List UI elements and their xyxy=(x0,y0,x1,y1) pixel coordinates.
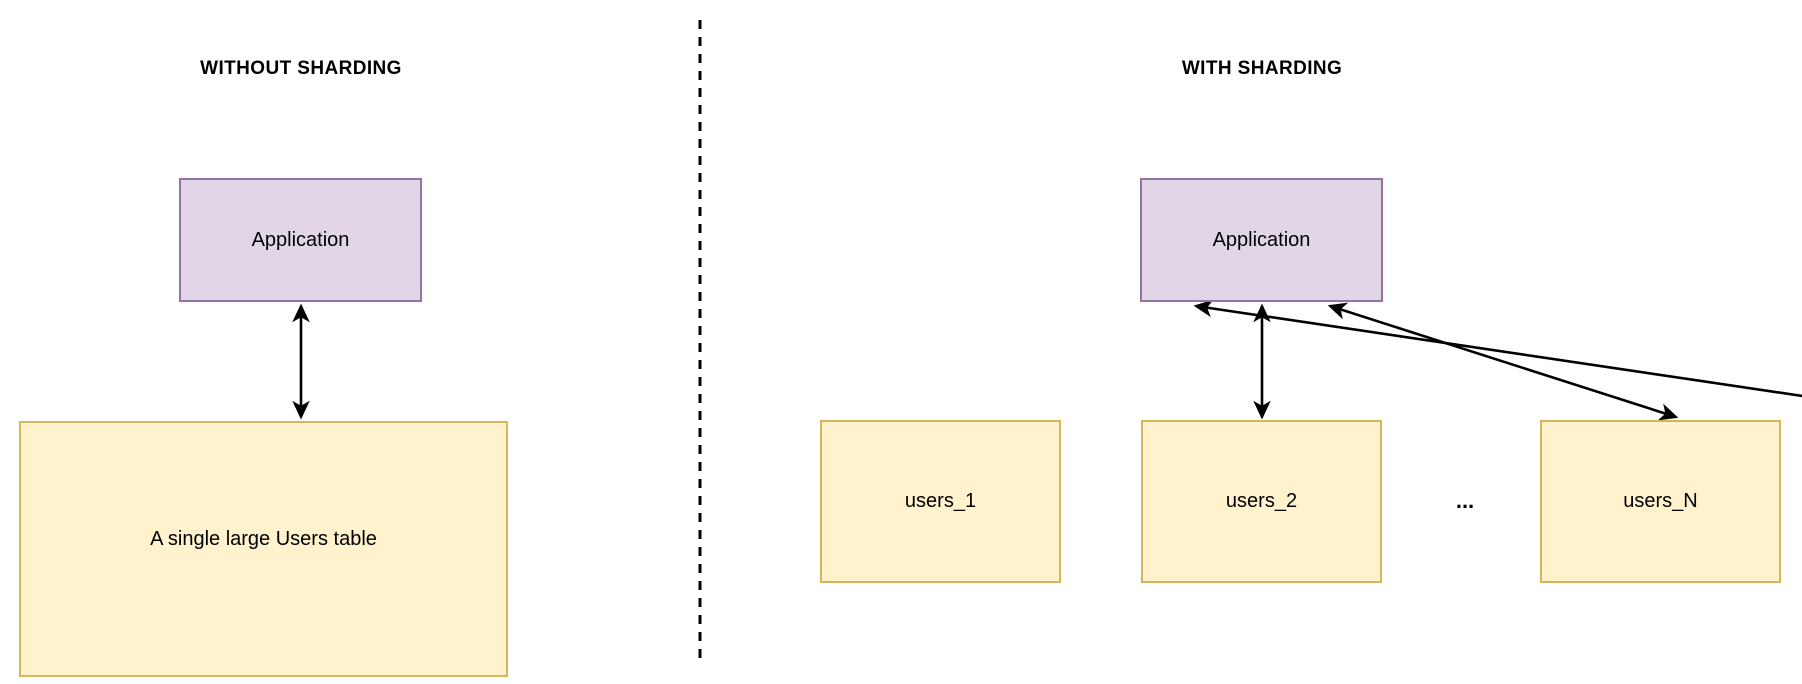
edge-app-to-shard-n xyxy=(1327,302,1679,421)
node-label-users-shard-2: users_2 xyxy=(1225,490,1298,512)
node-label-users-shard-n: users_N xyxy=(1623,490,1698,512)
node-users-shard-1[interactable]: users_1 xyxy=(820,420,1061,583)
node-single-users-table[interactable]: A single large Users table xyxy=(19,421,508,677)
node-label-single-users-table: A single large Users table xyxy=(150,528,377,550)
node-label-users-shard-1: users_1 xyxy=(904,490,977,512)
node-users-shard-2[interactable]: users_2 xyxy=(1141,420,1382,583)
node-users-shard-n[interactable]: users_N xyxy=(1540,420,1781,583)
node-application-left[interactable]: Application xyxy=(179,178,422,302)
node-application-right[interactable]: Application xyxy=(1140,178,1383,302)
panel-title-without-sharding: WITHOUT SHARDING xyxy=(200,58,402,79)
node-label-application-right: Application xyxy=(1212,229,1311,251)
shard-ellipsis-label: ... xyxy=(1455,488,1475,513)
node-label-application-left: Application xyxy=(251,229,350,251)
edge-app-to-shard-1 xyxy=(1193,299,1802,424)
panel-title-with-sharding: WITH SHARDING xyxy=(1181,58,1343,79)
